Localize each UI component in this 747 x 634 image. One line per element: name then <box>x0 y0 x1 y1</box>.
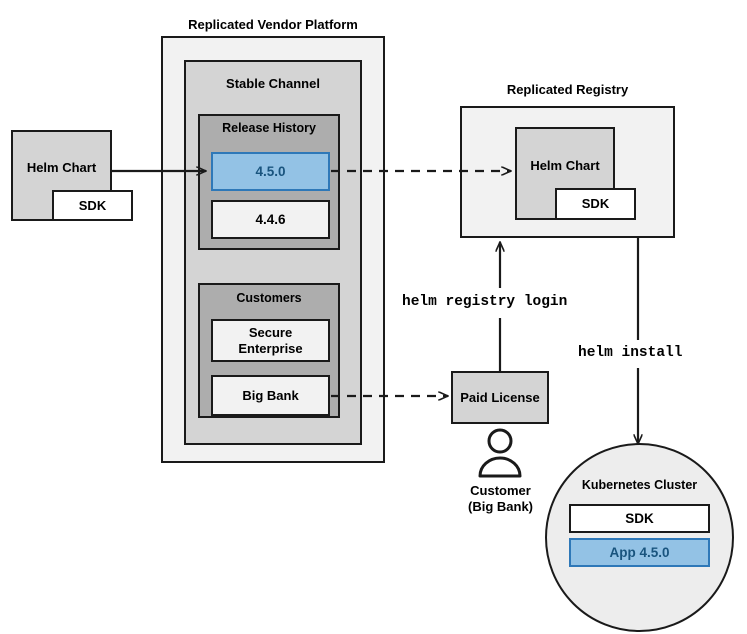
command-helm-registry-login: helm registry login <box>402 294 568 310</box>
cluster-component-label: App 4.5.0 <box>609 544 670 560</box>
release-item-4-4-6[interactable]: 4.4.6 <box>211 200 330 239</box>
command-helm-install: helm install <box>578 345 683 361</box>
stable-channel-label: Stable Channel <box>226 76 320 91</box>
customer-actor-caption: Customer (Big Bank) <box>435 483 566 514</box>
registry-sdk-box: SDK <box>555 188 636 220</box>
customer-entry-label: Secure Enterprise <box>238 325 303 356</box>
customer-entry-label: Big Bank <box>242 387 299 403</box>
cluster-component-label: SDK <box>625 510 654 526</box>
kubernetes-cluster-circle <box>545 443 734 632</box>
cluster-component-app: App 4.5.0 <box>569 538 710 567</box>
vendor-platform-title: Replicated Vendor Platform <box>188 17 358 32</box>
customer-entry-big-bank[interactable]: Big Bank <box>211 375 330 416</box>
source-sdk-box: SDK <box>52 190 133 221</box>
paid-license-box: Paid License <box>451 371 549 424</box>
cluster-component-sdk: SDK <box>569 504 710 533</box>
registry-title: Replicated Registry <box>506 82 629 97</box>
customer-actor-name: Customer <box>470 483 531 498</box>
customer-actor-org: (Big Bank) <box>468 498 533 514</box>
source-helm-chart-label: Helm Chart <box>26 160 97 175</box>
paid-license-label: Paid License <box>460 389 540 405</box>
release-version-label: 4.5.0 <box>255 163 286 179</box>
customers-label: Customers <box>236 291 302 305</box>
release-item-4-5-0[interactable]: 4.5.0 <box>211 152 330 191</box>
kubernetes-cluster-label: Kubernetes Cluster <box>581 478 698 492</box>
release-history-label: Release History <box>222 121 316 135</box>
customer-entry-secure-enterprise[interactable]: Secure Enterprise <box>211 319 330 362</box>
source-sdk-label: SDK <box>78 197 107 213</box>
registry-sdk-label: SDK <box>581 196 610 212</box>
release-version-label: 4.4.6 <box>255 211 286 227</box>
registry-helm-chart-label: Helm Chart <box>530 158 600 173</box>
person-icon <box>478 428 522 478</box>
